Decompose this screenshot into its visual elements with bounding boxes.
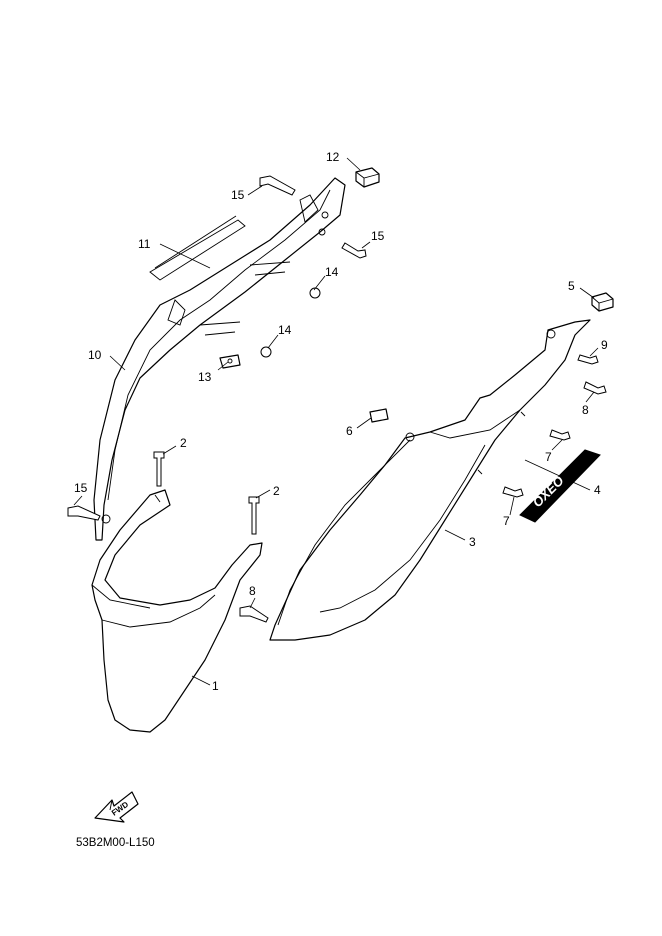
part-9-screw [577, 354, 599, 365]
callout-7b: 7 [503, 514, 510, 528]
part-15-screws [67, 175, 367, 524]
callout-10: 10 [88, 348, 102, 362]
callout-15b: 15 [371, 229, 385, 243]
callout-8a: 8 [582, 403, 589, 417]
part-4-emblem: OXEO [519, 449, 601, 523]
part-5-grommet [591, 292, 614, 312]
callout-7a: 7 [545, 450, 552, 464]
part-8-screws [239, 381, 607, 623]
callout-labels: 12 15 15 11 14 14 10 13 2 2 15 5 9 8 6 7… [74, 150, 608, 693]
callout-5: 5 [568, 279, 575, 293]
part-3-side-cover-right [269, 319, 591, 641]
callout-2a: 2 [180, 436, 187, 450]
callout-14b: 14 [278, 323, 292, 337]
callout-14a: 14 [325, 265, 339, 279]
callout-3: 3 [469, 535, 476, 549]
callout-15c: 15 [74, 481, 88, 495]
part-11-trim-strip [149, 215, 246, 281]
part-6-clip-nut [369, 408, 415, 442]
part-14-clips [199, 261, 321, 358]
callout-13: 13 [198, 370, 212, 384]
leader-lines [73, 157, 599, 686]
callout-11: 11 [138, 237, 151, 251]
callout-4: 4 [594, 483, 601, 497]
part-12-grommet [355, 167, 380, 188]
part-7-screws [502, 429, 571, 498]
part-1-front-lower-cover [91, 489, 263, 733]
callout-9: 9 [601, 338, 608, 352]
callout-1: 1 [212, 679, 219, 693]
callout-6: 6 [346, 424, 353, 438]
callout-12: 12 [326, 150, 340, 164]
callout-15a: 15 [231, 188, 245, 202]
diagram-code: 53B2M00-L150 [76, 837, 155, 849]
part-2-screws [153, 451, 260, 535]
callout-2b: 2 [273, 484, 280, 498]
callout-8b: 8 [249, 584, 256, 598]
fwd-direction-arrow: FWD [94, 791, 139, 823]
part-10-side-cover-left [93, 177, 346, 541]
